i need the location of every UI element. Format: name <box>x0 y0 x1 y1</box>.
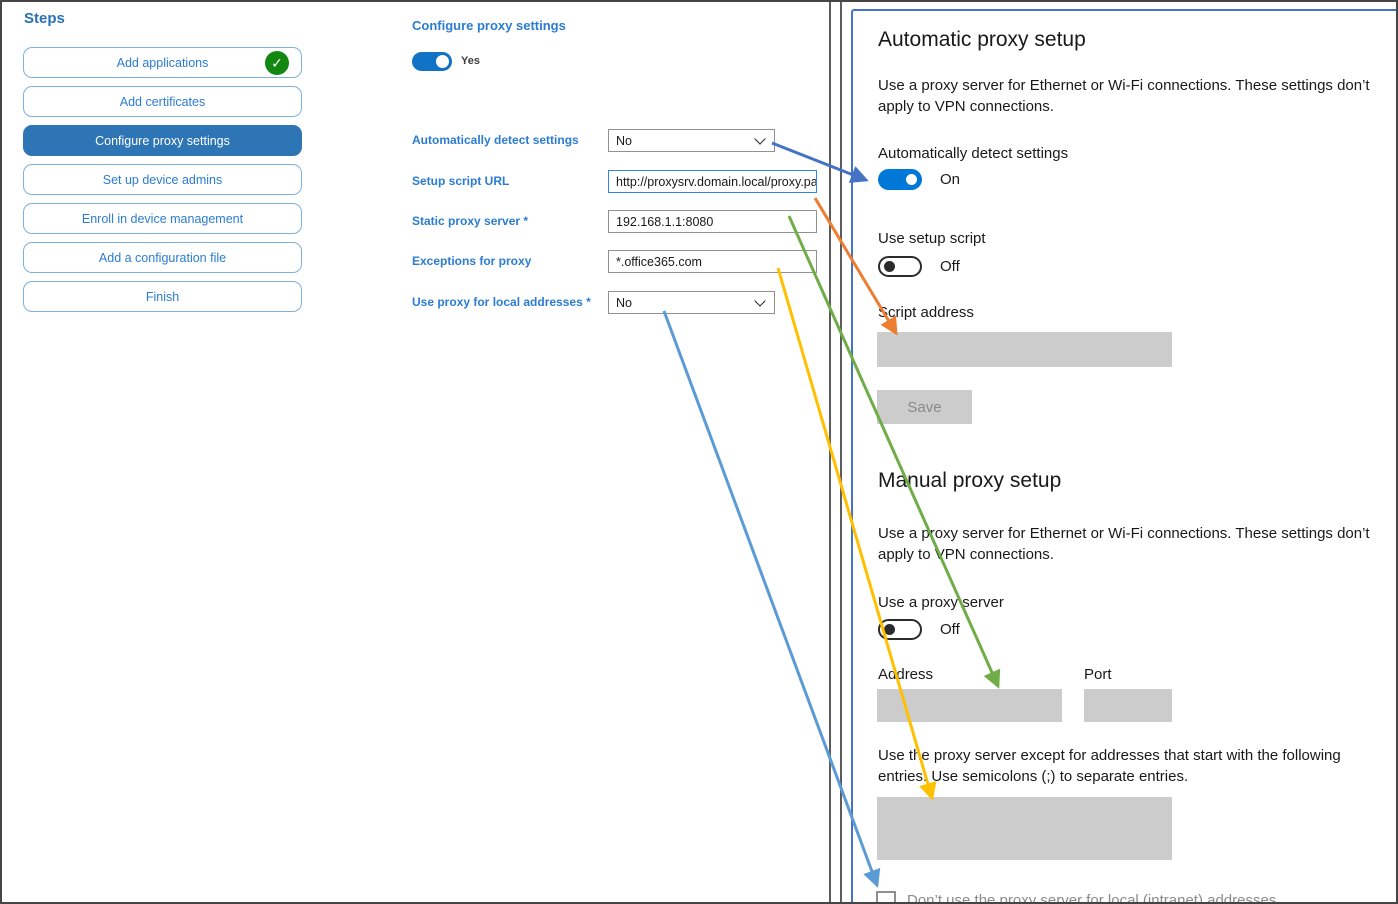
proxy-port-input[interactable] <box>1084 689 1172 722</box>
field-label-local-addresses: Use proxy for local addresses * <box>412 295 591 309</box>
configure-proxy-toggle-state: Yes <box>461 55 480 67</box>
detect-settings-label: Automatically detect settings <box>878 145 1069 162</box>
step-label: Enroll in device management <box>81 211 244 226</box>
proxy-exceptions-input[interactable]: *.office365.com <box>608 250 817 273</box>
completed-check-icon: ✓ <box>265 51 289 75</box>
steps-heading: Steps <box>24 10 65 27</box>
field-label-detect-settings: Automatically detect settings <box>412 133 579 147</box>
automatic-proxy-description: Use a proxy server for Ethernet or Wi-Fi… <box>878 77 1370 115</box>
use-setup-script-toggle-state: Off <box>940 258 960 275</box>
selected-value: No <box>616 295 632 310</box>
step-configure-proxy-settings[interactable]: Configure proxy settings <box>23 125 302 156</box>
proxy-exceptions-textarea[interactable] <box>877 797 1172 860</box>
static-proxy-server-input[interactable]: 192.168.1.1:8080 <box>608 210 817 233</box>
step-add-certificates[interactable]: Add certificates <box>23 86 302 117</box>
step-label: Add a configuration file <box>98 250 227 265</box>
toggle-knob <box>884 261 895 272</box>
field-label-setup-script-url: Setup script URL <box>412 174 510 188</box>
configure-proxy-toggle[interactable] <box>412 52 452 71</box>
local-addresses-checkbox[interactable] <box>876 891 896 902</box>
step-label: Set up device admins <box>102 172 223 187</box>
detect-settings-toggle-state: On <box>940 171 961 188</box>
manual-proxy-heading: Manual proxy setup <box>878 469 1062 492</box>
step-add-configuration-file[interactable]: Add a configuration file <box>23 242 302 273</box>
step-label: Finish <box>145 289 180 304</box>
save-button[interactable]: Save <box>877 390 972 424</box>
local-addresses-mapping-arrow <box>662 310 881 888</box>
chevron-down-icon <box>754 295 766 307</box>
step-label: Add certificates <box>119 94 206 109</box>
toggle-knob <box>906 174 917 185</box>
proxy-address-input[interactable] <box>877 689 1062 722</box>
input-value: 192.168.1.1:8080 <box>616 214 714 229</box>
step-label: Configure proxy settings <box>95 133 230 148</box>
address-label: Address <box>878 666 934 683</box>
detect-settings-toggle[interactable] <box>878 169 922 190</box>
use-proxy-server-toggle[interactable] <box>878 619 922 640</box>
local-addresses-checkbox-label: Don’t use the proxy server for local (in… <box>907 892 1277 904</box>
step-finish[interactable]: Finish <box>23 281 302 312</box>
field-label-proxy-exceptions: Exceptions for proxy <box>412 254 532 268</box>
step-add-applications[interactable]: Add applications ✓ <box>23 47 302 78</box>
local-addresses-select[interactable]: No <box>608 291 775 314</box>
field-label-static-proxy-server: Static proxy server * <box>412 214 529 228</box>
column-divider-line <box>840 2 842 902</box>
proxy-exceptions-description: Use the proxy server except for addresse… <box>878 747 1341 785</box>
column-divider-line <box>829 2 831 902</box>
step-set-up-device-admins[interactable]: Set up device admins <box>23 164 302 195</box>
selected-value: No <box>616 133 632 148</box>
use-setup-script-label: Use setup script <box>878 230 986 247</box>
detect-settings-select[interactable]: No <box>608 129 775 152</box>
use-proxy-server-label: Use a proxy server <box>878 594 1004 611</box>
chevron-down-icon <box>754 133 766 145</box>
toggle-knob <box>436 55 449 68</box>
use-setup-script-toggle[interactable] <box>878 256 922 277</box>
step-enroll-in-device-management[interactable]: Enroll in device management <box>23 203 302 234</box>
port-label: Port <box>1084 666 1112 683</box>
use-proxy-server-toggle-state: Off <box>940 621 960 638</box>
automatic-proxy-heading: Automatic proxy setup <box>878 28 1086 51</box>
input-value: *.office365.com <box>616 254 702 269</box>
manual-proxy-description: Use a proxy server for Ethernet or Wi-Fi… <box>878 525 1370 563</box>
script-address-label: Script address <box>878 304 974 321</box>
page-title: Configure proxy settings <box>412 18 566 33</box>
script-address-input[interactable] <box>877 332 1172 367</box>
input-value: http://proxysrv.domain.local/proxy.pa <box>616 174 817 189</box>
setup-script-url-input[interactable]: http://proxysrv.domain.local/proxy.pa <box>608 170 817 193</box>
step-label: Add applications <box>116 55 209 70</box>
toggle-knob <box>884 624 895 635</box>
